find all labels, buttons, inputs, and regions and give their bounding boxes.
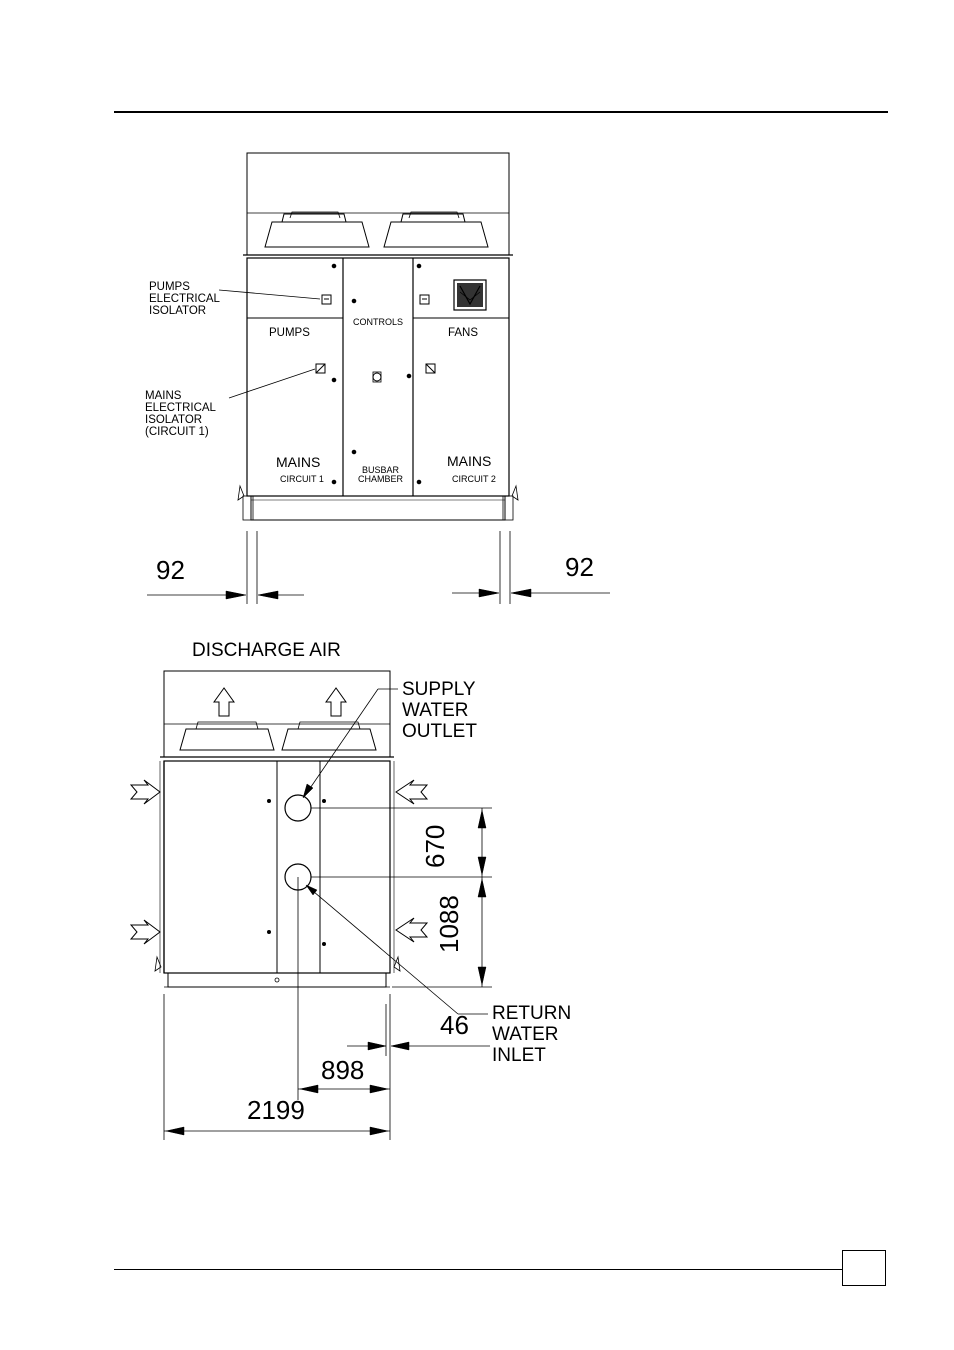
dimension-1088: 1088 [434,895,464,953]
page-number-box [842,1250,886,1286]
dimension-2199: 2199 [247,1095,305,1125]
fans-panel-label: FANS [448,327,479,339]
footer-rule [114,1269,842,1270]
mains-electrical-isolator-label: MAINS ELECTRICAL ISOLATOR (CIRCUIT 1) [145,390,216,439]
supply-water-outlet-label: SUPPLY WATER OUTLET [402,679,477,742]
pumps-panel-label: PUMPS [269,327,310,339]
dimension-92-right: 92 [565,552,594,582]
dimension-92-left: 92 [156,555,185,585]
dimension-898: 898 [321,1055,365,1085]
header-rule [114,111,888,113]
return-water-inlet-label: RETURN WATER INLET [492,1003,572,1066]
controls-panel-label: CONTROLS [353,317,404,327]
pumps-electrical-isolator-label: PUMPS ELECTRICAL ISOLATOR [149,281,220,318]
mains-circuit2-label: MAINS [447,453,492,469]
circuit2-label: CIRCUIT 2 [452,474,496,484]
busbar-chamber-label: BUSBAR CHAMBER [358,465,404,485]
circuit1-label: CIRCUIT 1 [280,474,324,484]
dimension-46: 46 [440,1010,469,1040]
dimension-670: 670 [420,824,450,868]
discharge-air-label: DISCHARGE AIR [192,640,341,661]
mains-circuit1-label: MAINS [276,454,321,470]
